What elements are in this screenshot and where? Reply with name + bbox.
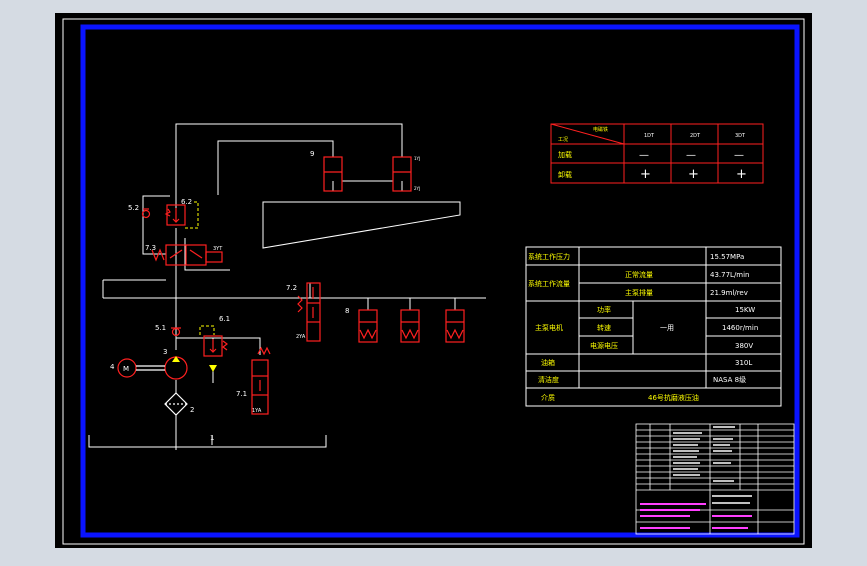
check-valve-5-1 bbox=[171, 327, 181, 337]
system-spec-table: 系统工作压力 15.57MPa 系统工作流量 正常流量 43.77L/min 主… bbox=[525, 246, 782, 407]
label-4: 4 bbox=[110, 363, 115, 371]
cylinder-8-a bbox=[358, 309, 378, 343]
state-row-2-name: 卸载 bbox=[558, 170, 572, 179]
motor-4 bbox=[117, 358, 165, 378]
label-5-2: 5.2 bbox=[128, 204, 139, 212]
spec-r2b-value: 21.9ml/rev bbox=[710, 289, 748, 297]
outer-sheet-border bbox=[62, 18, 805, 545]
spec-r3b-value: 1460r/min bbox=[722, 324, 758, 332]
spec-r2a-value: 43.77L/min bbox=[710, 271, 750, 279]
directional-valve-7-2 bbox=[297, 282, 321, 342]
label-cyl-top: 1YJ bbox=[414, 156, 420, 161]
state-r2-c2: + bbox=[688, 167, 699, 182]
state-r1-c1: — bbox=[639, 150, 649, 161]
relief-valve-6-1 bbox=[203, 335, 228, 357]
label-9: 9 bbox=[310, 150, 314, 158]
cylinder-9-left bbox=[323, 156, 343, 192]
label-1ya: 1YA bbox=[252, 408, 262, 414]
spec-r3a-sub: 功率 bbox=[597, 305, 611, 314]
label-6-1: 6.1 bbox=[219, 315, 230, 323]
title-block-notes bbox=[640, 503, 752, 529]
spec-r3a-value: 15KW bbox=[735, 306, 755, 314]
relief-valve-6-2 bbox=[164, 204, 186, 226]
label-6-2: 6.2 bbox=[181, 198, 192, 206]
label-7-2: 7.2 bbox=[286, 284, 297, 292]
state-row-1-name: 加载 bbox=[558, 150, 572, 159]
spec-r2b-sub: 主泵排量 bbox=[625, 288, 653, 297]
state-corner-bottom: 工况 bbox=[558, 137, 568, 143]
spec-r6-label: 介质 bbox=[541, 393, 555, 402]
state-r2-c1: + bbox=[640, 167, 651, 182]
spec-r6-value: 46号抗磨液压油 bbox=[648, 393, 699, 402]
label-1: 1 bbox=[210, 434, 214, 442]
directional-valve-7-1 bbox=[251, 346, 271, 415]
label-cyl-bottom: 2YJ bbox=[414, 186, 420, 191]
state-col-2: 2DT bbox=[690, 133, 701, 139]
spec-r1-value: 15.57MPa bbox=[710, 253, 744, 261]
label-2ya: 2YA bbox=[296, 334, 306, 340]
state-r1-c2: — bbox=[686, 150, 696, 161]
label-3: 3 bbox=[163, 348, 167, 356]
spec-r3-mid: 一用 bbox=[660, 324, 674, 332]
label-5-1: 5.1 bbox=[155, 324, 166, 332]
label-3yt: 3YT bbox=[213, 246, 223, 252]
drawing-canvas[interactable] bbox=[55, 13, 812, 548]
flow-markers bbox=[172, 356, 217, 372]
label-2: 2 bbox=[190, 406, 194, 414]
spec-r3c-value: 380V bbox=[735, 342, 753, 350]
title-block-fine-text bbox=[673, 426, 752, 504]
check-valve-5-2 bbox=[141, 208, 151, 219]
spec-r3c-sub: 电源电压 bbox=[590, 341, 618, 350]
state-r1-c3: — bbox=[734, 150, 744, 161]
state-r2-c3: + bbox=[736, 167, 747, 182]
directional-valve-7-3 bbox=[151, 244, 223, 266]
spec-r3-label: 主泵电机 bbox=[535, 323, 563, 332]
spec-r5-value: NASA 8级 bbox=[713, 375, 746, 384]
title-frame bbox=[80, 24, 800, 538]
spec-r2a-sub: 正常流量 bbox=[625, 270, 653, 279]
state-corner-top: 电磁铁 bbox=[593, 126, 608, 133]
state-col-1: 1DT bbox=[644, 133, 655, 139]
solenoid-state-table: 电磁铁 工况 1DT 2DT 3DT 加载 卸载 — — — + + + bbox=[550, 123, 764, 184]
cylinder-8-b bbox=[400, 309, 420, 343]
state-col-3: 3DT bbox=[735, 133, 746, 139]
label-7-3: 7.3 bbox=[145, 244, 156, 252]
motor-symbol: M bbox=[123, 365, 129, 373]
label-8: 8 bbox=[345, 307, 349, 315]
label-7-1: 7.1 bbox=[236, 390, 247, 398]
spec-r5-label: 清洁度 bbox=[538, 375, 559, 384]
pilot-lines bbox=[185, 201, 215, 335]
title-block bbox=[635, 423, 795, 535]
spec-r4-value: 310L bbox=[735, 359, 752, 367]
spec-r3b-sub: 转速 bbox=[597, 323, 611, 332]
cylinder-8-c bbox=[445, 309, 465, 343]
spec-r4-label: 油箱 bbox=[541, 358, 555, 367]
spec-r2-label: 系统工作流量 bbox=[528, 279, 570, 288]
cylinder-9-right bbox=[392, 156, 412, 192]
spec-r1-label: 系统工作压力 bbox=[528, 252, 570, 261]
filter-2 bbox=[164, 392, 188, 416]
